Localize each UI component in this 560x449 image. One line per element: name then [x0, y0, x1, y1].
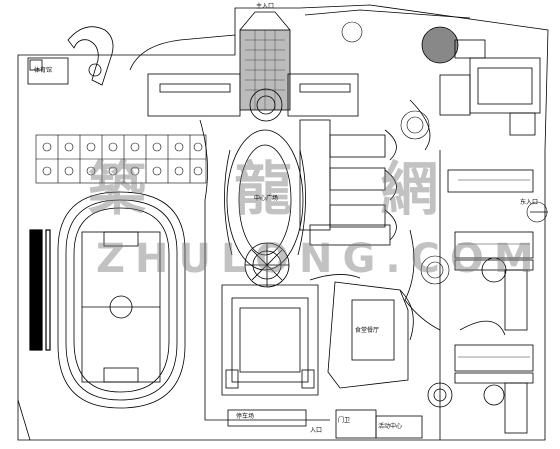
label-dining-hall: 食堂餐厅: [355, 327, 380, 334]
label-student-club: 活动中心: [378, 423, 403, 430]
library-building: [27, 26, 114, 86]
label-square: 中心广场: [254, 195, 279, 202]
label-guard: 门卫: [338, 417, 351, 424]
south-buildings: [227, 382, 453, 439]
east-road: [404, 229, 441, 331]
dormitory-zone: [447, 169, 534, 434]
label-main-gate: 主入口: [256, 3, 275, 10]
label-side-gate: 入口: [310, 427, 323, 434]
dining-hall: [327, 281, 414, 389]
grandstand: [29, 229, 51, 351]
science-building: [421, 26, 541, 136]
tower-hatch: [245, 30, 285, 110]
central-plaza: [224, 129, 306, 288]
label-gymnasium: 体育馆: [34, 67, 53, 74]
north-road: [129, 34, 236, 71]
admin-building: [147, 11, 359, 122]
basketball-courts: [35, 134, 207, 184]
running-track: [57, 191, 186, 409]
dorm-windows: [458, 179, 530, 358]
gymnasium: [221, 284, 319, 396]
label-east-gate: 东入口: [520, 199, 539, 206]
teaching-complex: [299, 119, 397, 246]
site-boundary: [17, 4, 549, 441]
label-parking: 停车场: [236, 413, 255, 420]
